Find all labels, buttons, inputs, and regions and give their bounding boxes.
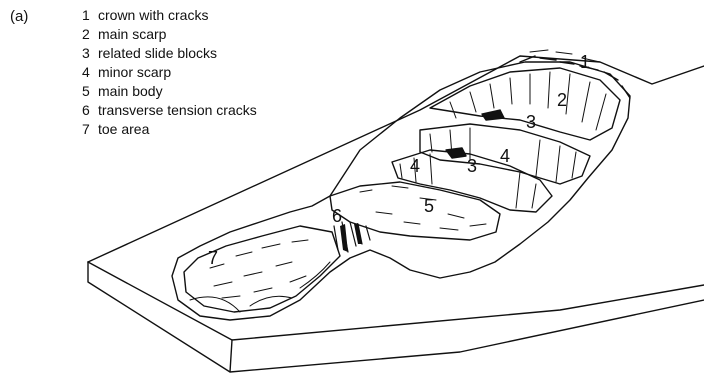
- callout-slide-block-upper: 3: [526, 112, 536, 132]
- terrain-top-surface: [88, 56, 704, 262]
- dark-block: [482, 110, 504, 120]
- dark-block: [446, 148, 466, 158]
- main-scarp: [430, 68, 620, 140]
- callout-slide-block-lower: 3: [467, 156, 477, 176]
- callout-tension-cracks: 6: [332, 206, 342, 226]
- main-body-texture: [360, 186, 486, 230]
- callout-crown: 1: [580, 52, 590, 72]
- toe-arcs: [190, 262, 330, 312]
- callout-main-scarp: 2: [557, 90, 567, 110]
- callout-minor-scarp-left: 4: [410, 156, 420, 176]
- callout-main-body: 5: [424, 196, 434, 216]
- callout-toe: 7: [208, 248, 218, 268]
- toe-texture: [210, 240, 308, 298]
- terrain-front-face: [88, 262, 704, 372]
- callout-minor-scarp-right: 4: [500, 146, 510, 166]
